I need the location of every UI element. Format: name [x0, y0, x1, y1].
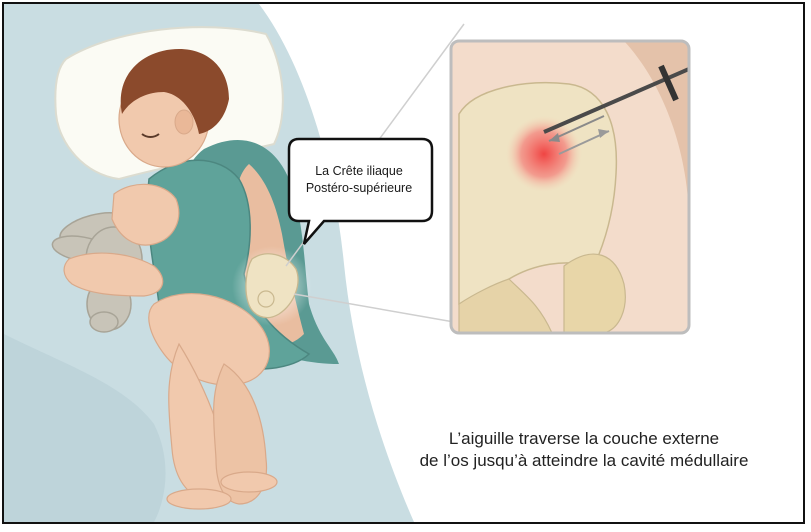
caption-line-1: L’aiguille traverse la couche externe — [404, 428, 764, 450]
foot-right — [221, 472, 277, 492]
illustration-frame: La Crête iliaque Postéro-supérieure L’ai… — [2, 2, 805, 524]
caption-line-2: de l’os jusqu’à atteindre la cavité médu… — [404, 450, 764, 472]
zoom-inset — [451, 41, 689, 333]
callout-line-1: La Crête iliaque — [315, 163, 403, 180]
sacrum — [564, 254, 625, 333]
foot-left — [167, 489, 231, 509]
ear — [175, 110, 193, 134]
caption-text: L’aiguille traverse la couche externe de… — [404, 428, 764, 472]
callout-label: La Crête iliaque Postéro-supérieure — [289, 139, 429, 221]
callout-line-2: Postéro-supérieure — [306, 180, 412, 197]
